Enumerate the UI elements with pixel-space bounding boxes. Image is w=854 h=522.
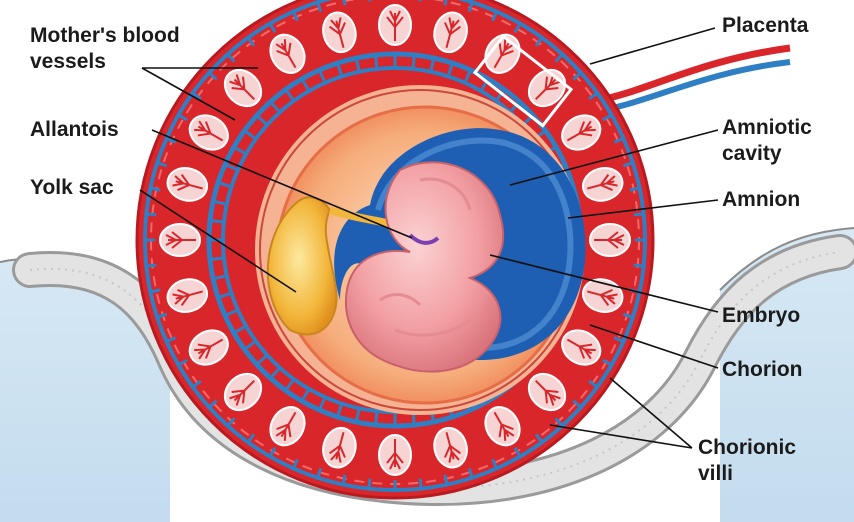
vessel-tick: [376, 57, 377, 67]
vessel-tick: [144, 214, 156, 215]
villus-motif: [379, 435, 411, 475]
vessel-tick: [215, 202, 225, 204]
label-allantois: Allantois: [30, 118, 119, 142]
label-amnion: Amnion: [722, 188, 800, 212]
vessel-tick: [144, 265, 156, 266]
villus-motif: [590, 224, 630, 256]
vessel-tick: [212, 258, 222, 259]
label-yolk-sac: Yolk sac: [30, 176, 114, 200]
vessel-tick: [413, 57, 414, 67]
vessel-tick: [369, 0, 370, 1]
villus-motif: [160, 224, 200, 256]
label-embryo: Embryo: [722, 304, 800, 328]
vessel-tick: [431, 60, 433, 70]
vessel-tick: [215, 276, 225, 278]
vessel-tick: [357, 60, 359, 70]
label-placenta: Placenta: [722, 14, 808, 38]
vessel-tick: [420, 0, 421, 1]
label-chorion: Chorion: [722, 358, 802, 382]
label-amniotic-cavity-line1: Amniotic: [722, 116, 812, 140]
label-chorionic-villi-line1: Chorionic: [698, 436, 796, 460]
vessel-tick: [634, 265, 646, 266]
vessel-tick: [369, 479, 370, 491]
vessel-tick: [212, 221, 222, 222]
maternal-vessels-exit: [600, 48, 790, 110]
vessel-tick: [376, 413, 377, 423]
label-amniotic-cavity-line2: cavity: [722, 142, 782, 166]
vessel-tick: [634, 214, 646, 215]
vessel-tick: [420, 479, 421, 491]
label-mothers-blood-vessels-line2: vessels: [30, 50, 106, 74]
label-mothers-blood-vessels-line1: Mother's blood: [30, 24, 180, 48]
leader-placenta: [590, 28, 715, 64]
label-chorionic-villi-line2: villi: [698, 462, 733, 486]
villus-motif: [379, 5, 411, 45]
vessel-tick: [357, 410, 359, 420]
